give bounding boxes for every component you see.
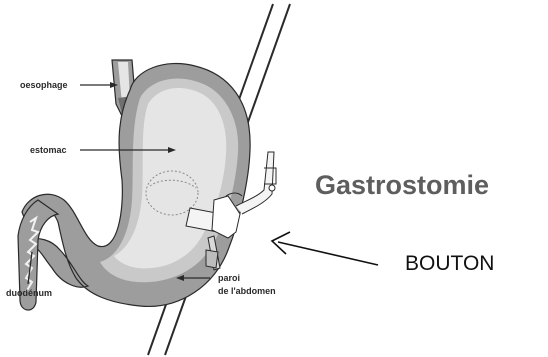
abdominal-wall-label-line2: de l'abdomen bbox=[218, 286, 276, 296]
bouton-label: BOUTON bbox=[405, 252, 494, 275]
abdominal-wall-label-line1: paroi bbox=[218, 273, 240, 283]
duodenum-label: duodénum bbox=[6, 288, 52, 298]
bouton-arrow bbox=[272, 232, 378, 265]
stomach-label: estomac bbox=[30, 145, 67, 155]
diagram-title: Gastrostomie bbox=[315, 170, 489, 200]
oesophagus-label: oesophage bbox=[20, 80, 68, 90]
stomach bbox=[22, 63, 250, 306]
